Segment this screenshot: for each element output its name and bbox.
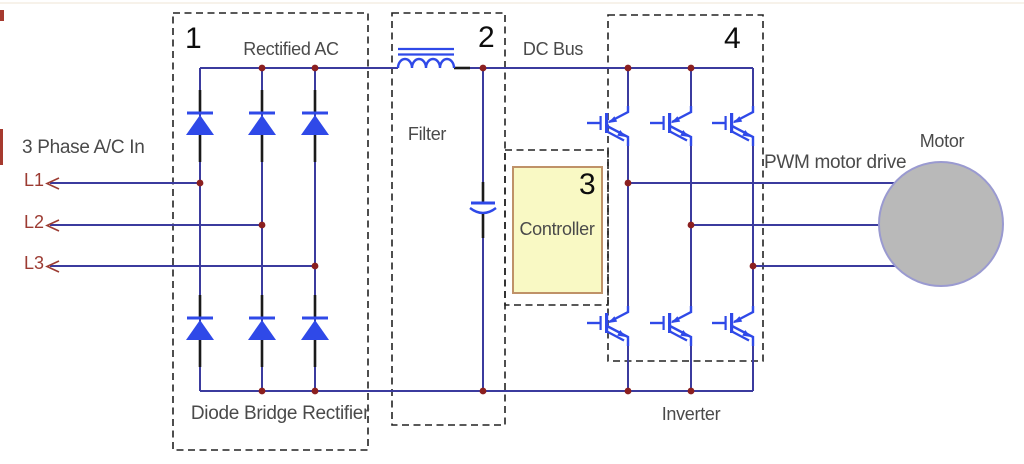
rectifier-wires	[199, 68, 316, 391]
block-number-1: 1	[185, 22, 202, 55]
diode-bridge-rectifier-label: Diode Bridge Rectifier	[190, 403, 370, 424]
phase-l2-label: L2	[24, 212, 45, 232]
controller-box-outline	[504, 149, 609, 306]
block-number-2: 2	[478, 21, 495, 54]
diode-icon	[184, 293, 216, 369]
block-number-4: 4	[724, 22, 741, 55]
pwm-output-lines	[628, 182, 920, 267]
diode-icon	[246, 293, 278, 369]
motor-label: Motor	[919, 131, 965, 151]
motor-circle	[878, 161, 1004, 287]
controller-label: Controller	[519, 219, 595, 239]
rectified-ac-label: Rectified AC	[243, 39, 339, 59]
l2-arrow-icon	[45, 219, 60, 232]
inverter-leg-3	[710, 68, 755, 391]
inductor-icon	[396, 57, 456, 69]
igbt-icon	[710, 104, 755, 148]
inverter-leg-2	[648, 68, 693, 391]
filter-inductor	[396, 47, 456, 69]
phase-input-lines	[45, 177, 315, 273]
igbt-icon	[710, 304, 755, 348]
phase-l3-label: L3	[24, 253, 45, 273]
edge-artifact	[0, 129, 3, 165]
inverter-label: Inverter	[661, 404, 721, 424]
phase-l1-label: L1	[24, 170, 45, 190]
filter-capacitor	[469, 68, 497, 391]
dc-bus-label: DC Bus	[522, 39, 584, 59]
filter-box-outline	[391, 12, 506, 426]
page-edge-artifact	[0, 2, 1024, 4]
igbt-icon	[648, 104, 693, 148]
dc-bus-wires	[200, 66, 753, 392]
l3-arrow-icon	[45, 260, 60, 273]
rectifier-box-outline	[172, 12, 369, 451]
edge-artifact	[0, 10, 4, 21]
three-phase-input-label: 3 Phase A/C In	[22, 137, 145, 158]
diode-icon	[184, 88, 216, 164]
igbt-icon	[648, 304, 693, 348]
filter-label: Filter	[407, 124, 447, 144]
inverter-box-outline	[607, 14, 764, 362]
inverter-leg-1	[585, 68, 630, 391]
diode-icon	[299, 88, 331, 164]
diode-bridge	[184, 88, 331, 369]
diode-icon	[299, 293, 331, 369]
junction-dots	[196, 64, 757, 395]
block-number-3: 3	[579, 168, 596, 201]
controller-block	[512, 166, 603, 294]
pwm-motor-drive-label: PWM motor drive	[764, 152, 907, 173]
diode-icon	[246, 88, 278, 164]
l1-arrow-icon	[45, 177, 60, 190]
